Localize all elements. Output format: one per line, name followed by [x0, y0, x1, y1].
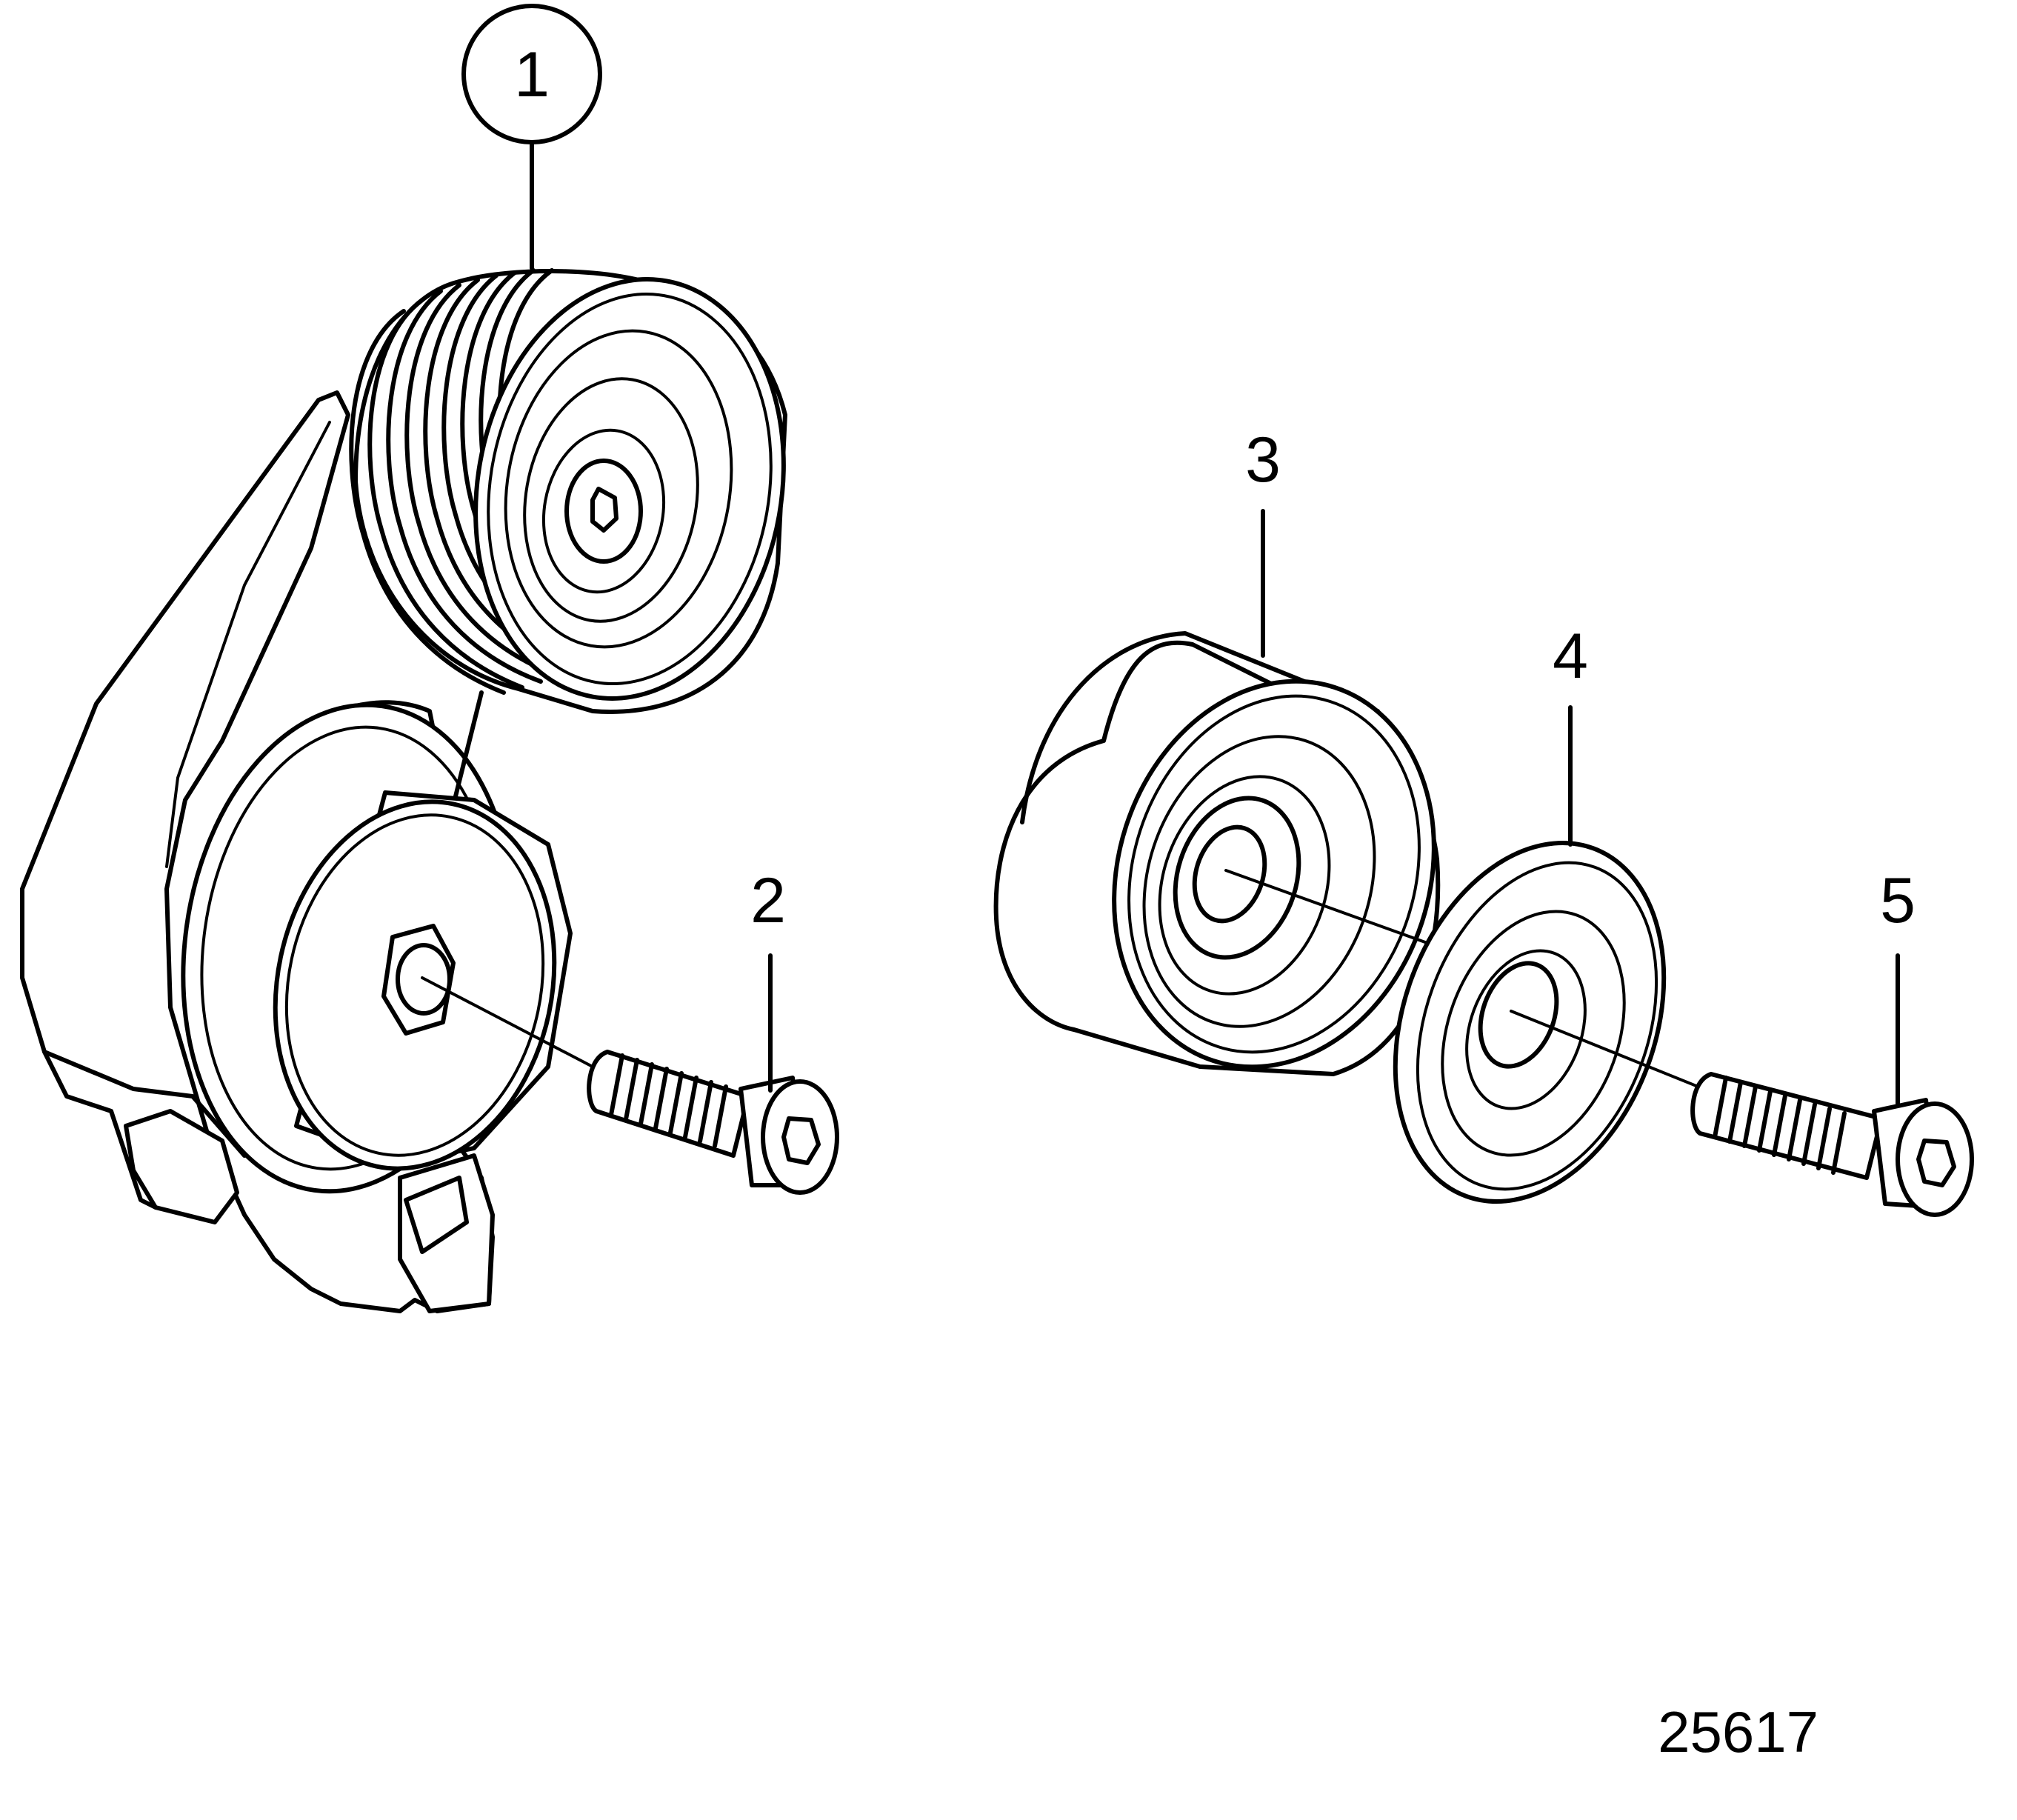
lower-pulley-face-rim: [284, 813, 545, 1157]
grooved-pulley-ring-2: [523, 377, 699, 623]
axis-line-part-5: [1510, 1010, 1705, 1090]
bolt-5-shank: [1690, 1072, 1884, 1180]
washer-4: [1393, 840, 1667, 1204]
idler-pulley-3: [993, 631, 1441, 1076]
pulley-link-line: [453, 690, 484, 799]
bolt-5-hex-socket: [1916, 1139, 1956, 1187]
callout-4-label: 4: [1553, 621, 1588, 692]
axis-line-part-2: [421, 976, 594, 1068]
idler-pulley-ring-2: [1158, 775, 1331, 996]
callout-5-label: 5: [1880, 865, 1916, 936]
idler-pulley-face-rim: [1127, 694, 1421, 1054]
grooved-pulley-hub: [541, 428, 666, 594]
bolt-5-threads: [1713, 1076, 1847, 1175]
grooved-pulley-hex-socket: [590, 487, 619, 533]
callout-4: 4: [1553, 621, 1588, 847]
mounting-tab-hole: [404, 1176, 469, 1254]
callout-3-label: 3: [1245, 424, 1281, 496]
belt-tensioner-assembly: [20, 268, 787, 1313]
callout-2: 2: [750, 865, 786, 1093]
bracket-side-shoulder: [42, 1050, 113, 1113]
idler-pulley-top-edge: [1020, 631, 1380, 824]
grooved-pulley-face-rim: [487, 292, 773, 686]
callout-1-label: 1: [514, 39, 550, 110]
socket-head-bolt-5: [1690, 1072, 1974, 1217]
idler-pulley-ring-1: [1142, 735, 1376, 1028]
callout-3: 3: [1245, 424, 1281, 658]
bolt-2-threads: [609, 1053, 728, 1148]
axis-line-part-3-4: [1224, 869, 1453, 953]
washer-inner-ring: [1465, 949, 1587, 1110]
figure-number: 25617: [1658, 1699, 1818, 1764]
washer-ring: [1441, 910, 1626, 1157]
callout-2-label: 2: [750, 865, 786, 936]
bracket-boss: [124, 1109, 239, 1224]
callout-1: 1: [461, 4, 602, 270]
bracket-boss-edge: [109, 1109, 158, 1210]
bracket-ridge: [165, 421, 331, 868]
bolt-2-shank: [587, 1050, 750, 1158]
callout-5: 5: [1880, 865, 1916, 1106]
socket-head-bolt-2: [587, 1050, 839, 1195]
grooved-pulley-ring-1: [504, 329, 733, 649]
bolt-2-hex-socket: [781, 1116, 821, 1165]
